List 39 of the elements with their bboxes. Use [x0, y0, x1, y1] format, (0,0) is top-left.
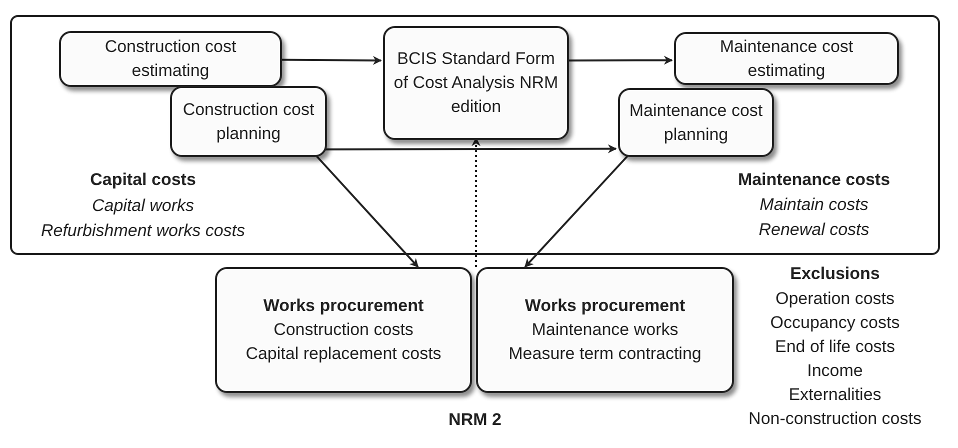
box-text: Maintenance cost planning [628, 100, 764, 146]
process-box [674, 32, 899, 85]
process-box [59, 31, 282, 87]
cost-item: Refurbishment works costs [40, 220, 246, 242]
cost-item: Renewal costs [758, 219, 870, 241]
cost-item: Externalities [788, 384, 882, 406]
box-text: Maintenance cost estimating [718, 36, 854, 82]
cost-item: Income [807, 360, 863, 382]
box-text: BCIS Standard Form of Cost Analysis NRM edition [393, 48, 559, 118]
box-text: Capital replacement costs [246, 343, 442, 365]
arrow [280, 56, 382, 65]
box-heading: Works procurement [524, 295, 686, 317]
process-box [170, 86, 327, 157]
cost-item: Non-construction costs [748, 408, 922, 430]
box-text: Measure term contracting [508, 343, 702, 365]
box-text: Construction cost planning [182, 98, 316, 144]
box-text: Construction cost estimating [104, 36, 238, 82]
cost-item: Operation costs [775, 288, 895, 310]
box-heading: Works procurement [263, 295, 424, 317]
cost-item: Occupancy costs [770, 312, 900, 334]
cost-item: Maintain costs [760, 194, 868, 216]
section-heading: Maintenance costs [738, 169, 890, 191]
section-heading: Capital costs [90, 169, 196, 191]
arrow [567, 56, 673, 65]
frame-box [10, 15, 940, 255]
section-heading: Exclusions [790, 263, 880, 285]
arrow [325, 144, 617, 154]
cost-item: End of life costs [775, 336, 895, 358]
cost-item: Capital works [92, 195, 194, 217]
section-heading: NRM 2 [448, 409, 502, 431]
process-box [383, 26, 569, 140]
process-box [215, 267, 472, 393]
process-box [476, 267, 734, 393]
box-text: Construction costs [274, 319, 414, 341]
process-box [618, 88, 774, 157]
arrow [472, 137, 481, 267]
arrow [524, 154, 630, 268]
arrow [314, 154, 419, 268]
box-text: Maintenance works [532, 319, 678, 341]
